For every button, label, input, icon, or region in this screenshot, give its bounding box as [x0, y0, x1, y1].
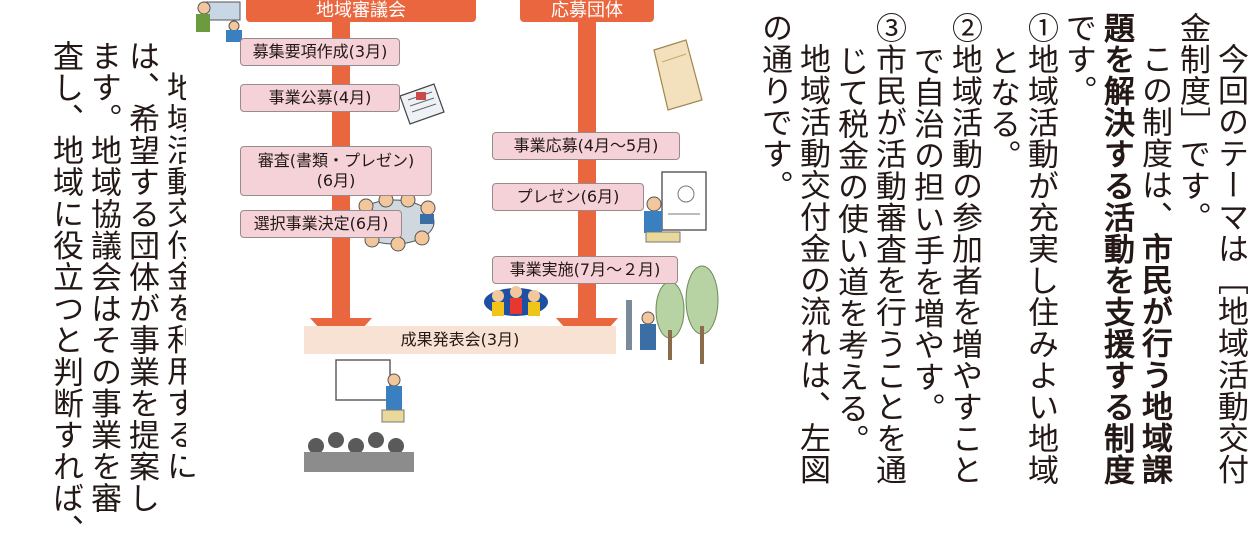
right-text-line-3-intro: この制度は、 — [1136, 43, 1172, 233]
right-text-line-2: 金制度］です。 — [1174, 12, 1210, 234]
council-column-header: 地域審議会 — [246, 0, 476, 22]
right-text-line-5: です。 — [1060, 12, 1096, 107]
brochure-icon — [399, 83, 445, 125]
list-item-1-cont: となる。 — [984, 45, 1020, 172]
right-arrow-shaft — [578, 22, 596, 322]
presentation-audience-icon — [304, 359, 414, 472]
right-text-line-3: この制度は、市民が行う地域課 — [1135, 12, 1173, 486]
step-implementation: 事業実施(7月～２月) — [492, 256, 678, 284]
left-text-line-4: 査し、地域に役立つと判断すれば、 — [47, 40, 83, 546]
step-application: 事業応募(4月～5月) — [492, 132, 680, 160]
list-item-2: ②地域活動の参加者を増やすこと — [946, 12, 982, 486]
application-document-icon — [653, 39, 703, 111]
left-body-text: 地域活動交付金を利用するに は、希望する団体が事業を提案し ます。地域協議会はそ… — [46, 40, 198, 546]
right-text-line-7: の通りです。 — [756, 12, 792, 202]
meeting-people-icon — [196, 1, 242, 42]
step-guideline-creation: 募集要項作成(3月) — [240, 38, 400, 66]
presenter-icon — [644, 171, 707, 243]
applicant-column-header: 応募団体 — [520, 0, 654, 22]
right-body-text: 今回のテーマは［地域活動交付 金制度］です。 この制度は、市民が行う地域課 題を… — [755, 12, 1249, 486]
right-text-line-4: 題を解決する活動を支援する制度 — [1098, 12, 1134, 486]
funding-flow-diagram: 地域審議会 応募団体 募集要項作成(3月) 事業公募(4月) 審査(書類・プレゼ… — [186, 0, 732, 472]
list-item-2-cont: で自治の担い手を増やす。 — [908, 45, 944, 425]
step-screening: 審査(書類・プレゼン) (6月) — [240, 146, 432, 196]
left-text-line-3: ます。地域協議会はその事業を審 — [85, 40, 121, 514]
step-selection-decision: 選択事業決定(6月) — [240, 210, 402, 238]
forest-worker-icon — [626, 265, 719, 364]
list-item-1: ①地域活動が充実し住みよい地域 — [1022, 12, 1058, 486]
right-text-line-3-emphasis: 市民が行う地域課 — [1136, 232, 1172, 486]
step-presentation: プレゼン(6月) — [492, 183, 644, 211]
list-item-3-cont: じて税金の使い道を考える。 — [832, 45, 868, 456]
result-presentation-band: 成果発表会(3月) — [304, 326, 616, 354]
left-text-line-2: は、希望する団体が事業を提案し — [123, 40, 159, 514]
volunteers-icon — [484, 286, 548, 316]
right-text-line-1: 今回のテーマは［地域活動交付 — [1212, 43, 1248, 486]
list-item-3: ③市民が活動審査を行うことを通 — [870, 12, 906, 486]
right-text-line-6: 地域活動交付金の流れは、左図 — [794, 43, 830, 486]
step-public-call: 事業公募(4月) — [240, 84, 400, 112]
